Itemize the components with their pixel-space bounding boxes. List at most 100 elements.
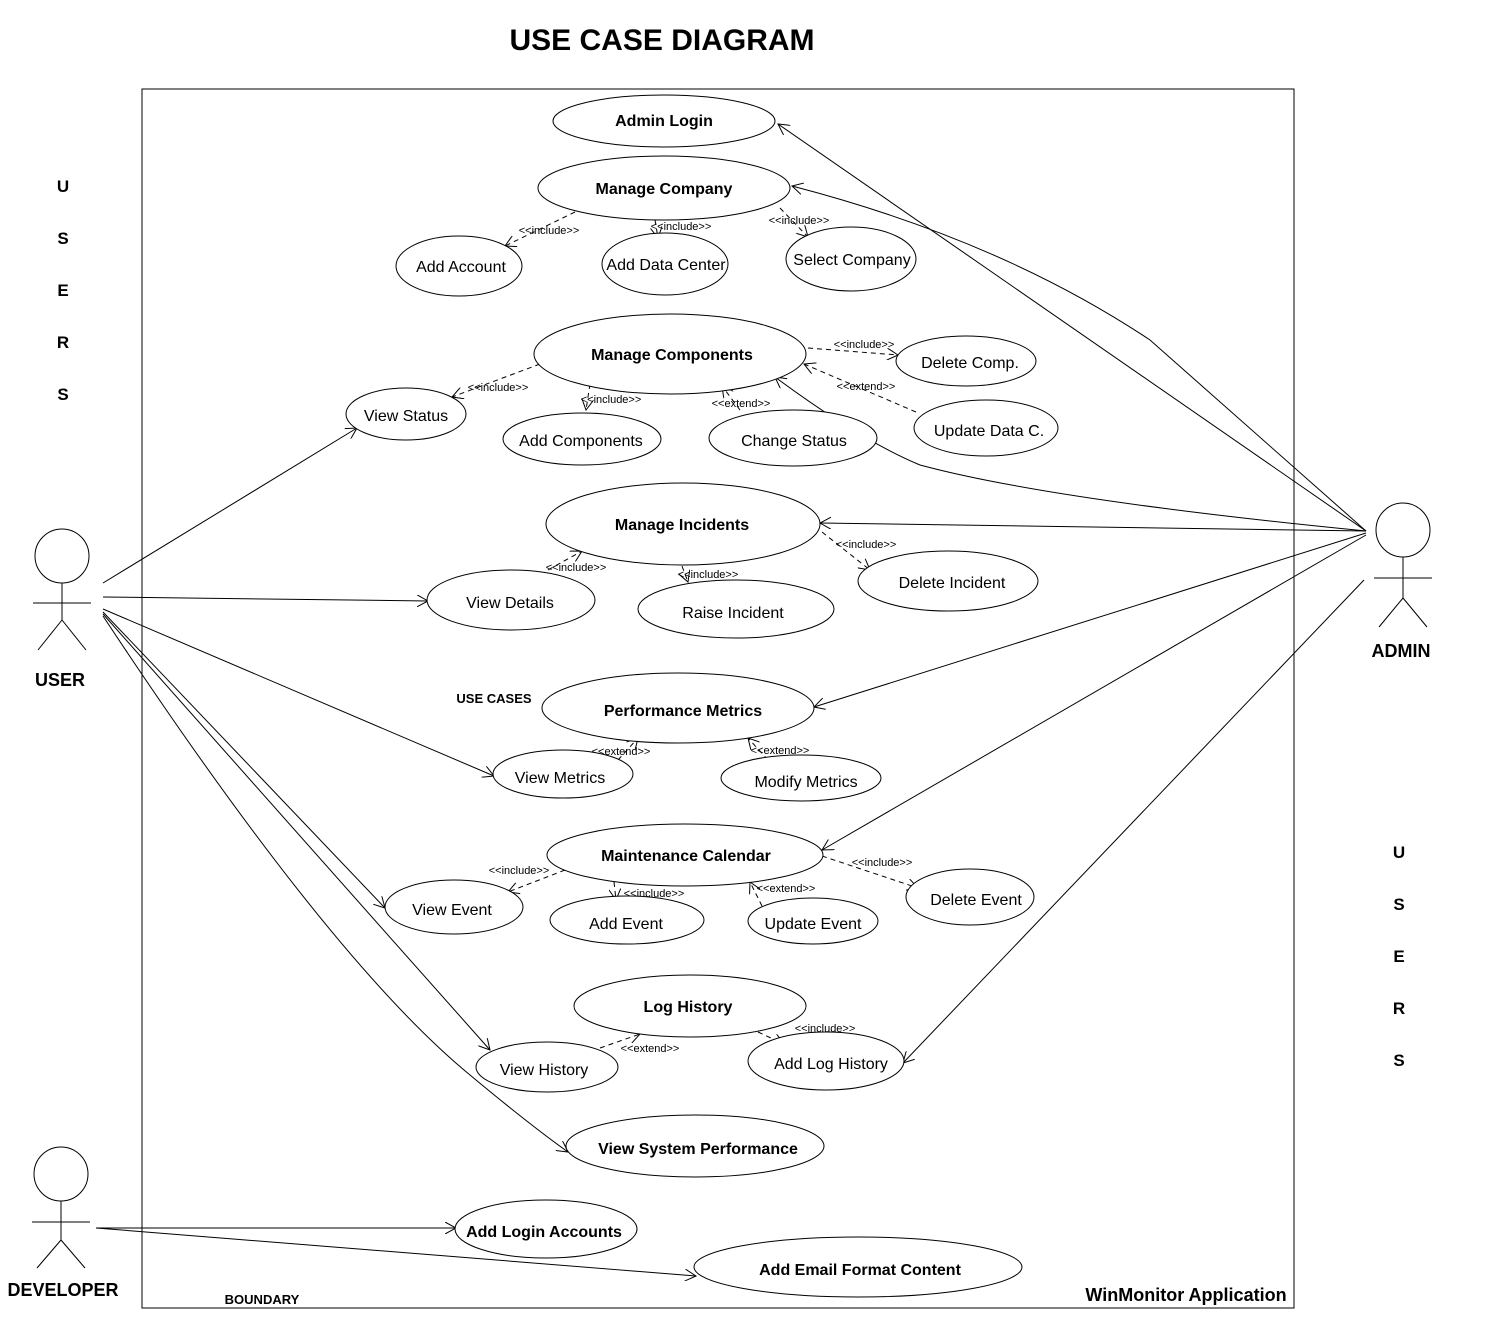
uc-label: View Status bbox=[364, 408, 448, 425]
rel-extend-update-event bbox=[750, 882, 763, 907]
rel-label: <<include>> bbox=[836, 539, 897, 551]
actor-head bbox=[1375, 502, 1431, 558]
uc-label: View Event bbox=[412, 902, 492, 919]
uc-add-account[interactable] bbox=[395, 235, 523, 297]
uc-change-status[interactable] bbox=[708, 409, 878, 467]
side-letter: S bbox=[57, 385, 68, 404]
rel-include-add-components bbox=[586, 383, 590, 410]
assoc-admin-performance-metrics bbox=[814, 532, 1367, 707]
rel-label: <<extend>> bbox=[757, 883, 816, 895]
rel-include-view-details bbox=[547, 551, 582, 571]
rel-label: <<include>> bbox=[546, 562, 607, 574]
side-letter: S bbox=[1393, 895, 1404, 914]
side-letter: R bbox=[57, 333, 69, 352]
actor-admin[interactable] bbox=[1374, 502, 1432, 628]
uc-manage-company[interactable] bbox=[537, 155, 791, 221]
use-case-labels: Admin Login Manage Company Add Account A… bbox=[364, 113, 1044, 1279]
assoc-user-view-status bbox=[102, 428, 357, 584]
assoc-user-view-history bbox=[102, 613, 490, 1050]
uc-label: Performance Metrics bbox=[604, 703, 762, 720]
rel-label: <<include>> bbox=[651, 221, 712, 233]
side-letter: R bbox=[1393, 999, 1405, 1018]
uc-select-company[interactable] bbox=[785, 226, 917, 292]
uc-view-event[interactable] bbox=[384, 879, 524, 935]
side-letter: S bbox=[1393, 1051, 1404, 1070]
uc-admin-login[interactable] bbox=[552, 94, 776, 148]
uc-label: Manage Incidents bbox=[615, 517, 749, 534]
uc-label: Add Account bbox=[416, 259, 506, 276]
rel-include-add-data-center bbox=[655, 219, 658, 238]
uc-manage-components[interactable] bbox=[533, 313, 807, 395]
actor-developer[interactable] bbox=[32, 1146, 90, 1269]
uc-log-history[interactable] bbox=[573, 974, 807, 1038]
uc-add-event[interactable] bbox=[549, 895, 705, 945]
uc-label: Manage Components bbox=[591, 347, 753, 364]
actor-head bbox=[33, 1146, 89, 1202]
rel-label: <<include>> bbox=[678, 569, 739, 581]
assoc-admin-admin-login bbox=[778, 124, 1367, 532]
uc-label: View History bbox=[500, 1062, 589, 1079]
uc-add-log-history[interactable] bbox=[747, 1031, 905, 1091]
uc-modify-metrics[interactable] bbox=[720, 754, 882, 802]
uc-label: View Details bbox=[466, 595, 554, 612]
uc-view-history[interactable] bbox=[475, 1041, 619, 1093]
actor-admin-label: ADMIN bbox=[1372, 641, 1431, 661]
uc-label: Maintenance Calendar bbox=[601, 848, 771, 865]
uc-add-data-center[interactable] bbox=[601, 232, 729, 296]
uc-add-email-format-content[interactable] bbox=[693, 1236, 1023, 1298]
rel-label: <<include>> bbox=[852, 857, 913, 869]
uc-view-metrics[interactable] bbox=[492, 749, 634, 799]
rel-label: <<include>> bbox=[489, 865, 550, 877]
rel-include-delete-incident bbox=[821, 531, 870, 570]
uc-view-status[interactable] bbox=[345, 387, 467, 441]
uc-label: Raise Incident bbox=[682, 605, 784, 622]
uc-label: Add Event bbox=[589, 916, 663, 933]
side-letter: S bbox=[57, 229, 68, 248]
uc-label: Delete Comp. bbox=[921, 355, 1019, 372]
uc-label: Manage Company bbox=[596, 181, 733, 198]
rel-extend-update-data-c bbox=[804, 364, 917, 413]
side-letters-left: U S E R S bbox=[57, 177, 69, 404]
side-letter: U bbox=[57, 177, 69, 196]
uc-label: View Metrics bbox=[515, 770, 605, 787]
uc-raise-incident[interactable] bbox=[637, 579, 835, 639]
uc-update-data-c[interactable] bbox=[913, 399, 1059, 457]
rel-label: <<include>> bbox=[581, 394, 642, 406]
system-boundary bbox=[141, 88, 1295, 1309]
assoc-user-view-event bbox=[102, 611, 385, 908]
rel-include-add-account bbox=[505, 211, 576, 246]
uc-label: Add Login Accounts bbox=[466, 1224, 622, 1241]
uc-maintenance-calendar[interactable] bbox=[546, 823, 824, 887]
rel-include-view-event bbox=[508, 869, 566, 892]
uc-performance-metrics[interactable] bbox=[541, 672, 815, 744]
diagram-title: USE CASE DIAGRAM bbox=[509, 24, 814, 57]
uc-label: Update Data C. bbox=[934, 423, 1044, 440]
uc-label: Add Data Center bbox=[606, 257, 726, 274]
uc-label: Select Company bbox=[793, 252, 910, 269]
uc-add-components[interactable] bbox=[502, 412, 662, 466]
actor-user[interactable] bbox=[33, 528, 91, 651]
assoc-user-view-system-performance bbox=[102, 615, 568, 1152]
uc-delete-comp[interactable] bbox=[895, 335, 1037, 387]
uc-delete-incident[interactable] bbox=[857, 550, 1039, 612]
uc-delete-event[interactable] bbox=[905, 868, 1035, 926]
uc-manage-incidents[interactable] bbox=[545, 482, 821, 566]
uc-update-event[interactable] bbox=[747, 897, 879, 945]
rel-extend-change-status bbox=[722, 386, 741, 411]
uc-add-login-accounts[interactable] bbox=[454, 1199, 638, 1259]
use-case-ellipses bbox=[345, 94, 1059, 1298]
uc-label: Delete Incident bbox=[899, 575, 1006, 592]
uc-label: Add Components bbox=[519, 433, 643, 450]
uc-view-system-performance[interactable] bbox=[565, 1114, 825, 1178]
uc-label: Modify Metrics bbox=[754, 774, 857, 791]
boundary-label: BOUNDARY bbox=[225, 1292, 300, 1307]
rel-extend-view-metrics bbox=[617, 738, 638, 761]
assoc-admin-manage-company bbox=[792, 186, 1367, 532]
rel-label: <<include>> bbox=[834, 339, 895, 351]
rel-label: <<extend>> bbox=[621, 1043, 680, 1055]
side-letter: U bbox=[1393, 843, 1405, 862]
assoc-developer-add-email-format bbox=[95, 1227, 696, 1276]
uc-view-details[interactable] bbox=[426, 569, 596, 631]
rel-extend-view-history bbox=[599, 1034, 640, 1049]
rel-label: <<extend>> bbox=[712, 398, 771, 410]
